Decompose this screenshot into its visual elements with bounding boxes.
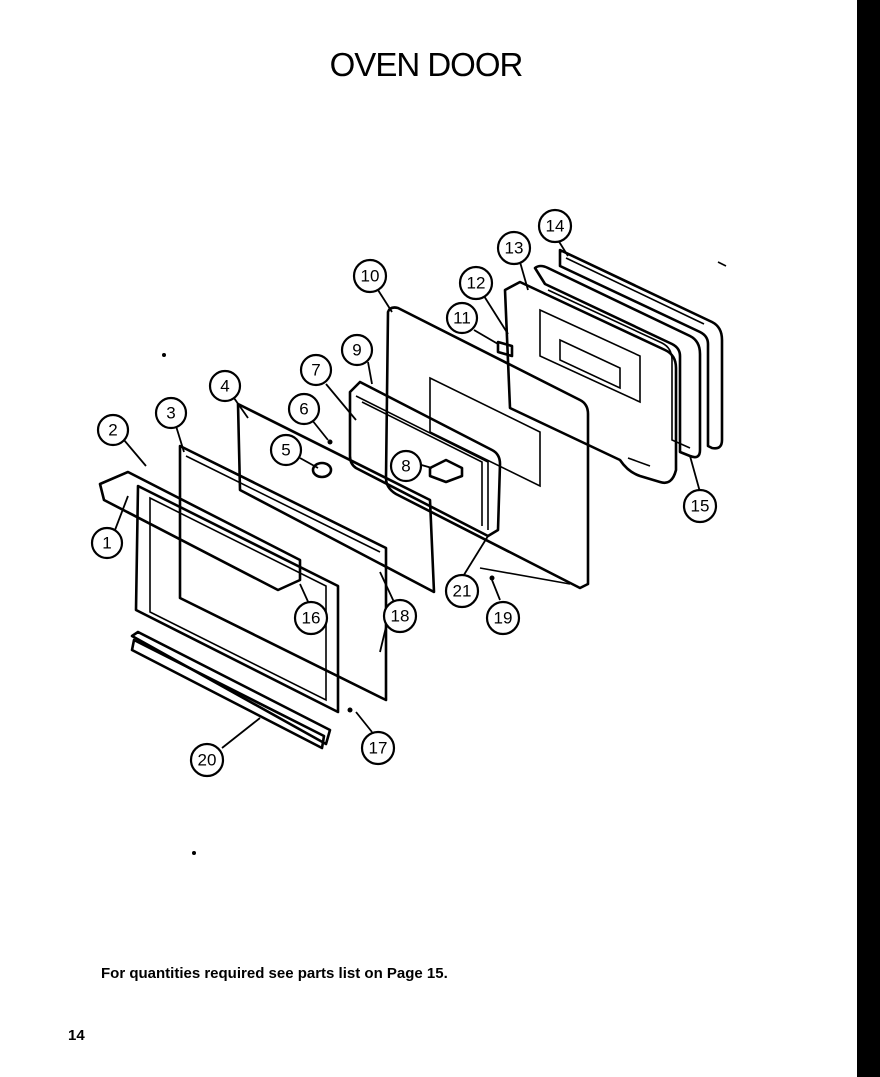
callout-1-label: 1: [102, 534, 111, 553]
part-4-glass-panel: [236, 402, 436, 594]
callout-4-label: 4: [220, 377, 229, 396]
part-8-hinge-bracket: [428, 458, 464, 484]
callout-14: 14: [537, 208, 573, 244]
callout-16-label: 16: [302, 609, 321, 628]
callout-11-label: 11: [453, 309, 471, 328]
part-15-gasket-frame: [533, 264, 702, 459]
callout-10-label: 10: [361, 267, 380, 286]
callout-12-label: 12: [467, 274, 486, 293]
part-1-outer-door-frame: [98, 470, 340, 746]
quantity-footnote: For quantities required see parts list o…: [101, 965, 448, 982]
part-11-clip: [496, 340, 514, 358]
callout-18-label: 18: [391, 607, 410, 626]
callout-13-label: 13: [505, 239, 524, 258]
callout-6: 6: [287, 392, 321, 426]
callout-9-label: 9: [352, 341, 361, 360]
callout-3: 3: [154, 396, 188, 430]
part-14-rear-frame: [558, 248, 724, 450]
callout-20: 20: [189, 742, 225, 778]
callout-10: 10: [352, 258, 388, 294]
callout-19: 19: [485, 600, 521, 636]
part-10-inner-door-panel: [384, 306, 590, 590]
callout-14-label: 14: [546, 217, 565, 236]
fasteners: [162, 261, 727, 855]
page-number: 14: [68, 1027, 85, 1044]
callout-2-label: 2: [108, 421, 117, 440]
part-5-door-stop: [311, 461, 333, 479]
callout-15: 15: [682, 488, 718, 524]
exploded-oven-door-diagram: 1 2 3 4 5 6 7 8: [90, 208, 727, 855]
callout-19-label: 19: [494, 609, 513, 628]
callout-16: 16: [293, 600, 329, 636]
part-20-bottom-trim: [130, 638, 326, 750]
callout-21-label: 21: [453, 582, 472, 601]
callout-5-label: 5: [281, 441, 290, 460]
callout-20-label: 20: [198, 751, 217, 770]
callout-6-label: 6: [299, 400, 308, 419]
callout-8: 8: [389, 449, 423, 483]
part-13-inner-liner: [503, 280, 678, 485]
callout-4: 4: [208, 369, 242, 403]
part-3-glass-panel: [178, 444, 388, 702]
callout-8-label: 8: [401, 457, 410, 476]
part-9-window-pack: [348, 380, 502, 538]
callout-12: 12: [458, 265, 494, 301]
callout-17: 17: [360, 730, 396, 766]
callout-5: 5: [269, 433, 303, 467]
callout-7-label: 7: [311, 361, 320, 380]
callout-13: 13: [496, 230, 532, 266]
scan-border: [857, 0, 880, 1077]
callout-3-label: 3: [166, 404, 175, 423]
callout-9: 9: [340, 333, 374, 367]
callout-1: 1: [90, 526, 124, 560]
callout-7: 7: [299, 353, 333, 387]
callout-15-label: 15: [691, 497, 710, 516]
callout-18: 18: [382, 598, 418, 634]
callout-17-label: 17: [369, 739, 388, 758]
callout-21: 21: [444, 573, 480, 609]
parts-diagram-page: OVEN DOOR: [0, 0, 857, 1077]
callout-11: 11: [445, 301, 479, 335]
page-title: OVEN DOOR: [329, 46, 524, 83]
callout-2: 2: [96, 413, 130, 447]
leader-lines: [114, 239, 701, 749]
